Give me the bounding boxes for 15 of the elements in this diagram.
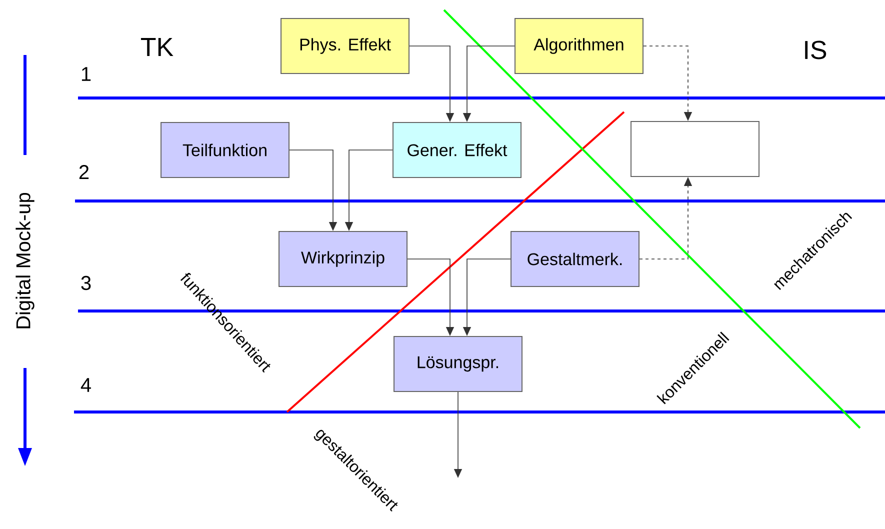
level-number: 4 <box>80 378 91 392</box>
level-number: 1 <box>82 67 91 81</box>
column-heading: IS <box>805 40 826 60</box>
column-heading: TK <box>140 38 174 56</box>
process-box: Gestaltmerk. <box>510 231 640 287</box>
process-box: Algorithmen <box>514 18 644 74</box>
process-box: Gener. Effekt <box>392 122 522 178</box>
process-box: Phys. Effekt <box>280 18 410 74</box>
empty-box <box>630 121 760 177</box>
process-box: Teilfunktion <box>160 122 290 178</box>
process-box: Wirkprinzip <box>278 231 408 287</box>
process-box: Lösungspr. <box>394 336 522 392</box>
level-number: 3 <box>81 276 91 290</box>
level-number: 2 <box>79 165 89 179</box>
axis-label: Digital Mock-up <box>16 192 34 328</box>
